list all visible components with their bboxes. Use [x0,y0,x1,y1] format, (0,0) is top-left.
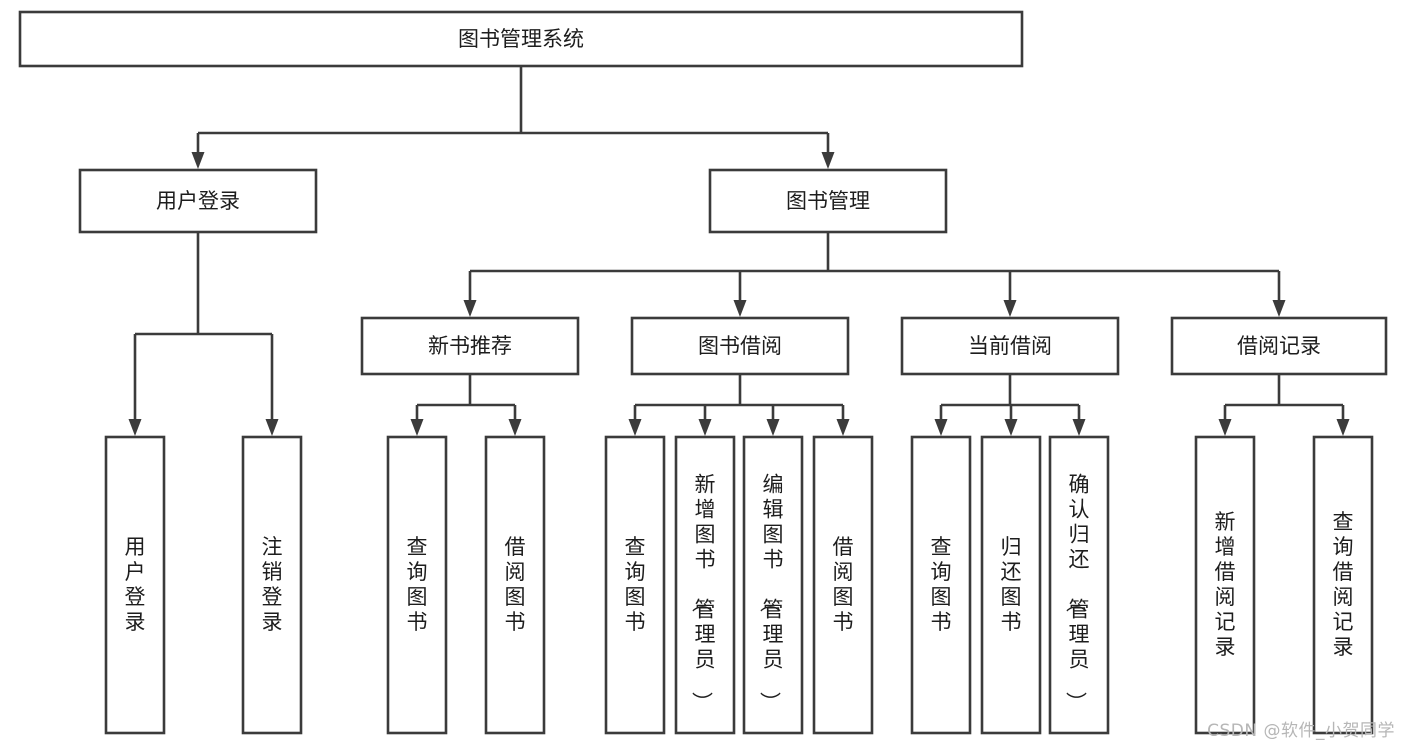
arrow-head [508,419,522,436]
arrow-head [821,152,835,169]
arrow-head [128,419,142,436]
node-label: 确认归还（管理员） [1064,473,1090,713]
node-user-login-do[interactable]: 用户登录 [104,435,166,735]
node-borrow-book-1[interactable]: 借阅图书 [484,435,546,735]
arrow-head [1336,419,1350,436]
node-label: 用户登录 [125,535,146,634]
node-box[interactable] [360,316,580,376]
arrow-head [410,419,424,436]
node-box[interactable] [630,316,850,376]
node-label: 注销登录 [262,535,283,634]
node-box[interactable] [742,435,804,735]
arrow-head [1003,300,1017,317]
node-layer: 用户登录注销登录用户登录查询图书借阅图书新书推荐查询图书新增图书（管理员）编辑图… [18,10,1388,735]
node-box[interactable] [708,168,948,234]
node-query-book-3[interactable]: 查询图书 [910,435,972,735]
arrow-head [1004,419,1018,436]
node-user-login[interactable]: 用户登录 [78,168,318,234]
node-label: 新增借阅记录 [1215,510,1236,659]
node-label: 借阅记录 [1237,334,1321,358]
node-edit-book[interactable]: 编辑图书（管理员） [742,435,804,735]
node-book-manage[interactable]: 图书管理 [708,168,948,234]
arrow-head [766,419,780,436]
node-label: 图书管理系统 [458,27,584,51]
node-label: 借阅图书 [833,535,854,634]
node-box[interactable] [241,435,303,735]
node-label: 查询借阅记录 [1333,510,1354,659]
node-box[interactable] [484,435,546,735]
node-current-borrow[interactable]: 当前借阅 [900,316,1120,376]
node-label: 查询图书 [407,535,428,634]
node-borrow-book-2[interactable]: 借阅图书 [812,435,874,735]
node-box[interactable] [1312,435,1374,735]
arrow-head [733,300,747,317]
node-new-book-recommend[interactable]: 新书推荐 [360,316,580,376]
node-box[interactable] [674,435,736,735]
node-box[interactable] [78,168,318,234]
arrow-head [1272,300,1286,317]
node-book-borrow[interactable]: 图书借阅 [630,316,850,376]
node-label: 借阅图书 [505,535,526,634]
arrow-head [1218,419,1232,436]
node-label: 图书管理 [786,189,870,213]
arrow-head [463,300,477,317]
arrow-head [628,419,642,436]
node-box[interactable] [980,435,1042,735]
node-label: 查询图书 [625,535,646,634]
node-label: 编辑图书（管理员） [758,473,784,713]
node-label: 当前借阅 [968,334,1052,358]
node-box[interactable] [18,10,1024,68]
arrow-head [191,152,205,169]
node-root[interactable]: 图书管理系统 [18,10,1024,68]
node-return-book[interactable]: 归还图书 [980,435,1042,735]
node-label: 查询图书 [931,535,952,634]
node-box[interactable] [1048,435,1110,735]
arrow-head [1072,419,1086,436]
node-query-borrow-record[interactable]: 查询借阅记录 [1312,435,1374,735]
arrow-head [836,419,850,436]
node-confirm-return[interactable]: 确认归还（管理员） [1048,435,1110,735]
node-user-logout[interactable]: 注销登录 [241,435,303,735]
node-add-borrow-record[interactable]: 新增借阅记录 [1194,435,1256,735]
node-add-book[interactable]: 新增图书（管理员） [674,435,736,735]
node-box[interactable] [910,435,972,735]
node-box[interactable] [104,435,166,735]
node-box[interactable] [900,316,1120,376]
node-label: 用户登录 [156,189,240,213]
node-query-book-1[interactable]: 查询图书 [386,435,448,735]
arrow-head [265,419,279,436]
node-query-book-2[interactable]: 查询图书 [604,435,666,735]
node-box[interactable] [386,435,448,735]
node-box[interactable] [1194,435,1256,735]
node-label: 新书推荐 [428,334,512,358]
node-box[interactable] [1170,316,1388,376]
node-borrow-record[interactable]: 借阅记录 [1170,316,1388,376]
node-box[interactable] [604,435,666,735]
node-label: 图书借阅 [698,334,782,358]
csdn-watermark: CSDN @软件_小贺同学 [1207,721,1395,741]
arrow-head [934,419,948,436]
connector-layer [128,66,1350,436]
node-label: 归还图书 [1001,535,1022,634]
node-box[interactable] [812,435,874,735]
node-label: 新增图书（管理员） [690,473,716,713]
arrow-head [698,419,712,436]
